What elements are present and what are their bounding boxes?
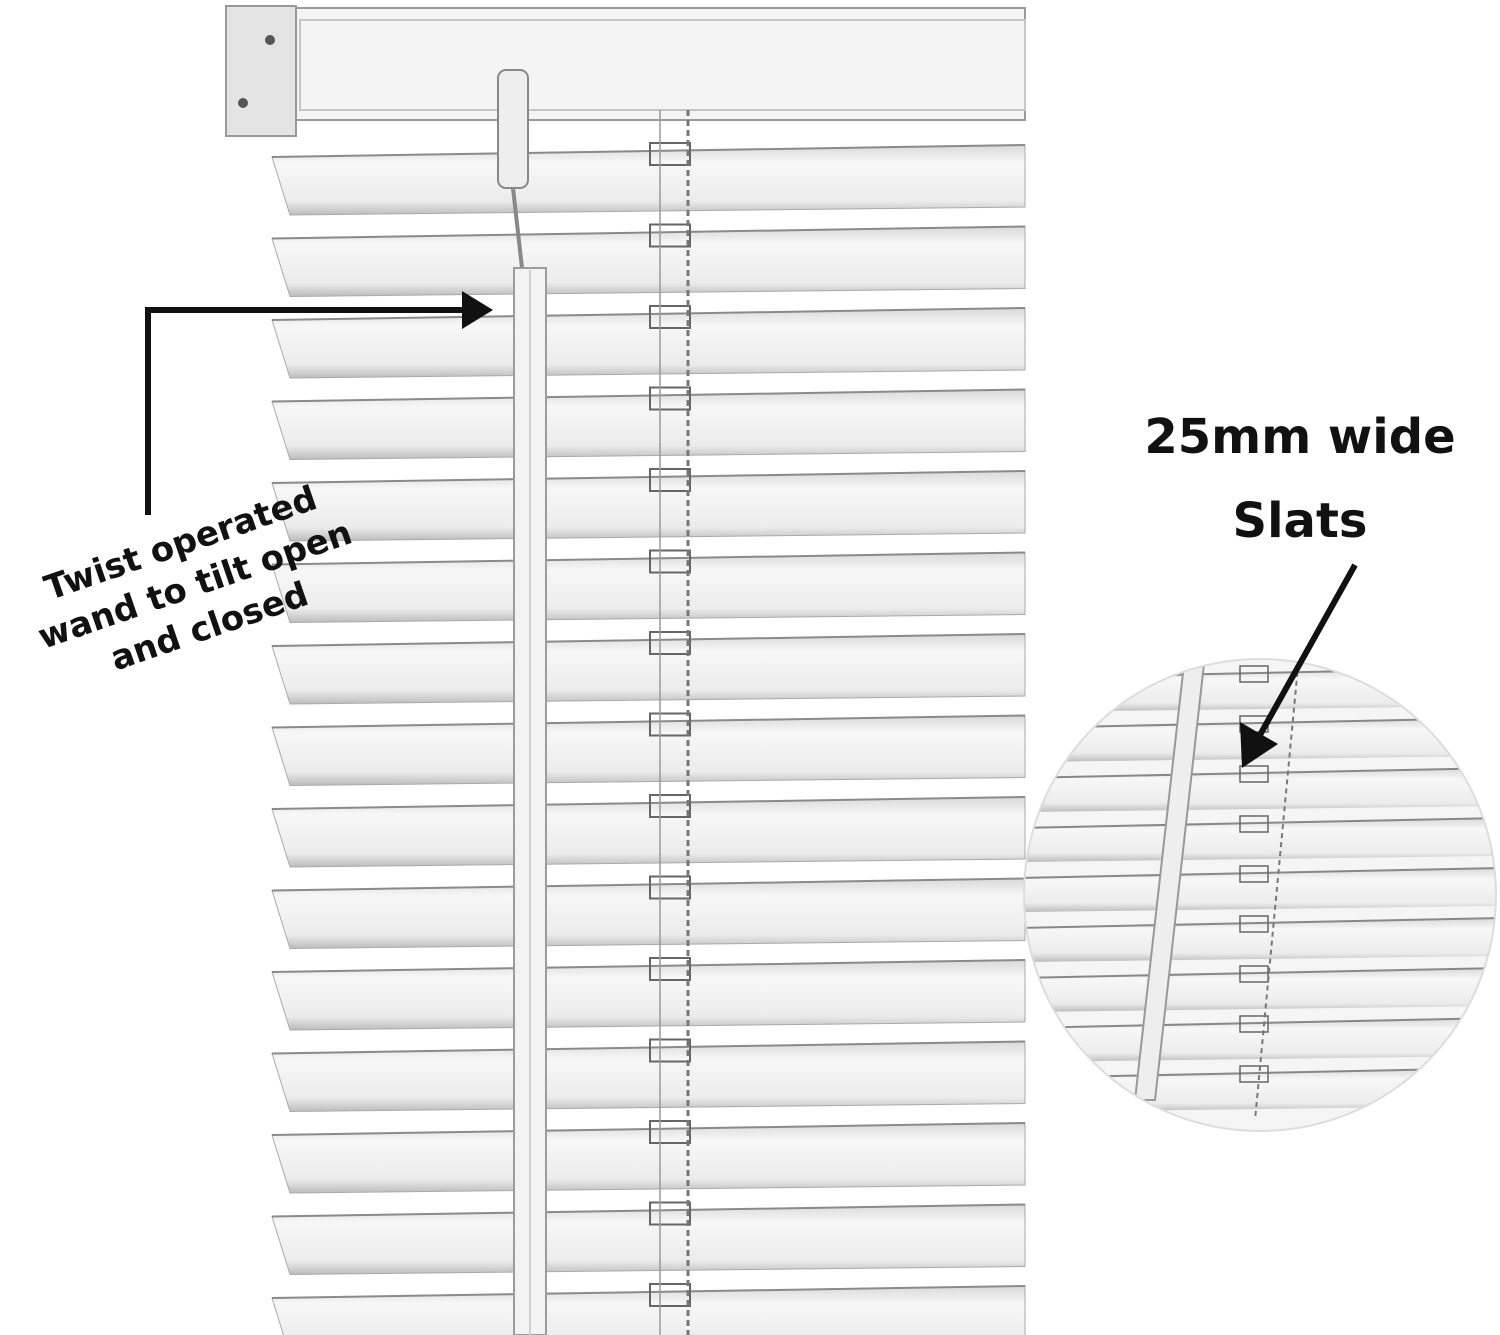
ladder-rung: [649, 957, 691, 981]
ladder-rung: [649, 794, 691, 818]
ladder-rung: [649, 875, 691, 900]
ladder-rung: [649, 712, 691, 737]
wand-hook: [497, 69, 529, 189]
ladder-rung: [649, 468, 691, 492]
closeup-slat: [1024, 868, 1496, 912]
slats-annotation: 25mm wide Slats: [1110, 395, 1490, 563]
ladder-rung: [649, 305, 691, 329]
headrail: [289, 7, 1026, 121]
slats-annotation-line1: 25mm wide: [1144, 409, 1456, 465]
ladder-cord: [649, 110, 691, 1335]
closeup-slat: [1024, 668, 1496, 712]
closeup-slat: [1024, 818, 1496, 862]
headrail-bracket: [225, 5, 297, 137]
ladder-rung: [649, 1120, 691, 1144]
slats-annotation-line2: Slats: [1232, 493, 1368, 549]
closeup-wand: [1133, 659, 1207, 1101]
ladder-rung: [649, 142, 691, 166]
closeup-slat: [1024, 1068, 1496, 1112]
wand-arrow: [145, 307, 465, 515]
blind-slats: [271, 144, 1026, 1335]
slats-arrow: [1257, 563, 1358, 737]
ladder-rung: [649, 549, 691, 574]
closeup-slat: [1024, 768, 1496, 812]
ladder-rung: [649, 1201, 691, 1226]
ladder-rung: [649, 631, 691, 655]
ladder-rung: [649, 386, 691, 411]
ladder-rung: [649, 223, 691, 248]
ladder-rung: [649, 1283, 691, 1307]
wand-arrowhead: [462, 291, 493, 329]
ladder-rung: [649, 1038, 691, 1063]
closeup-slat: [1024, 968, 1496, 1012]
slats-arrowhead: [1240, 722, 1278, 768]
slat: [271, 1285, 1026, 1335]
closeup-slat: [1024, 918, 1496, 962]
